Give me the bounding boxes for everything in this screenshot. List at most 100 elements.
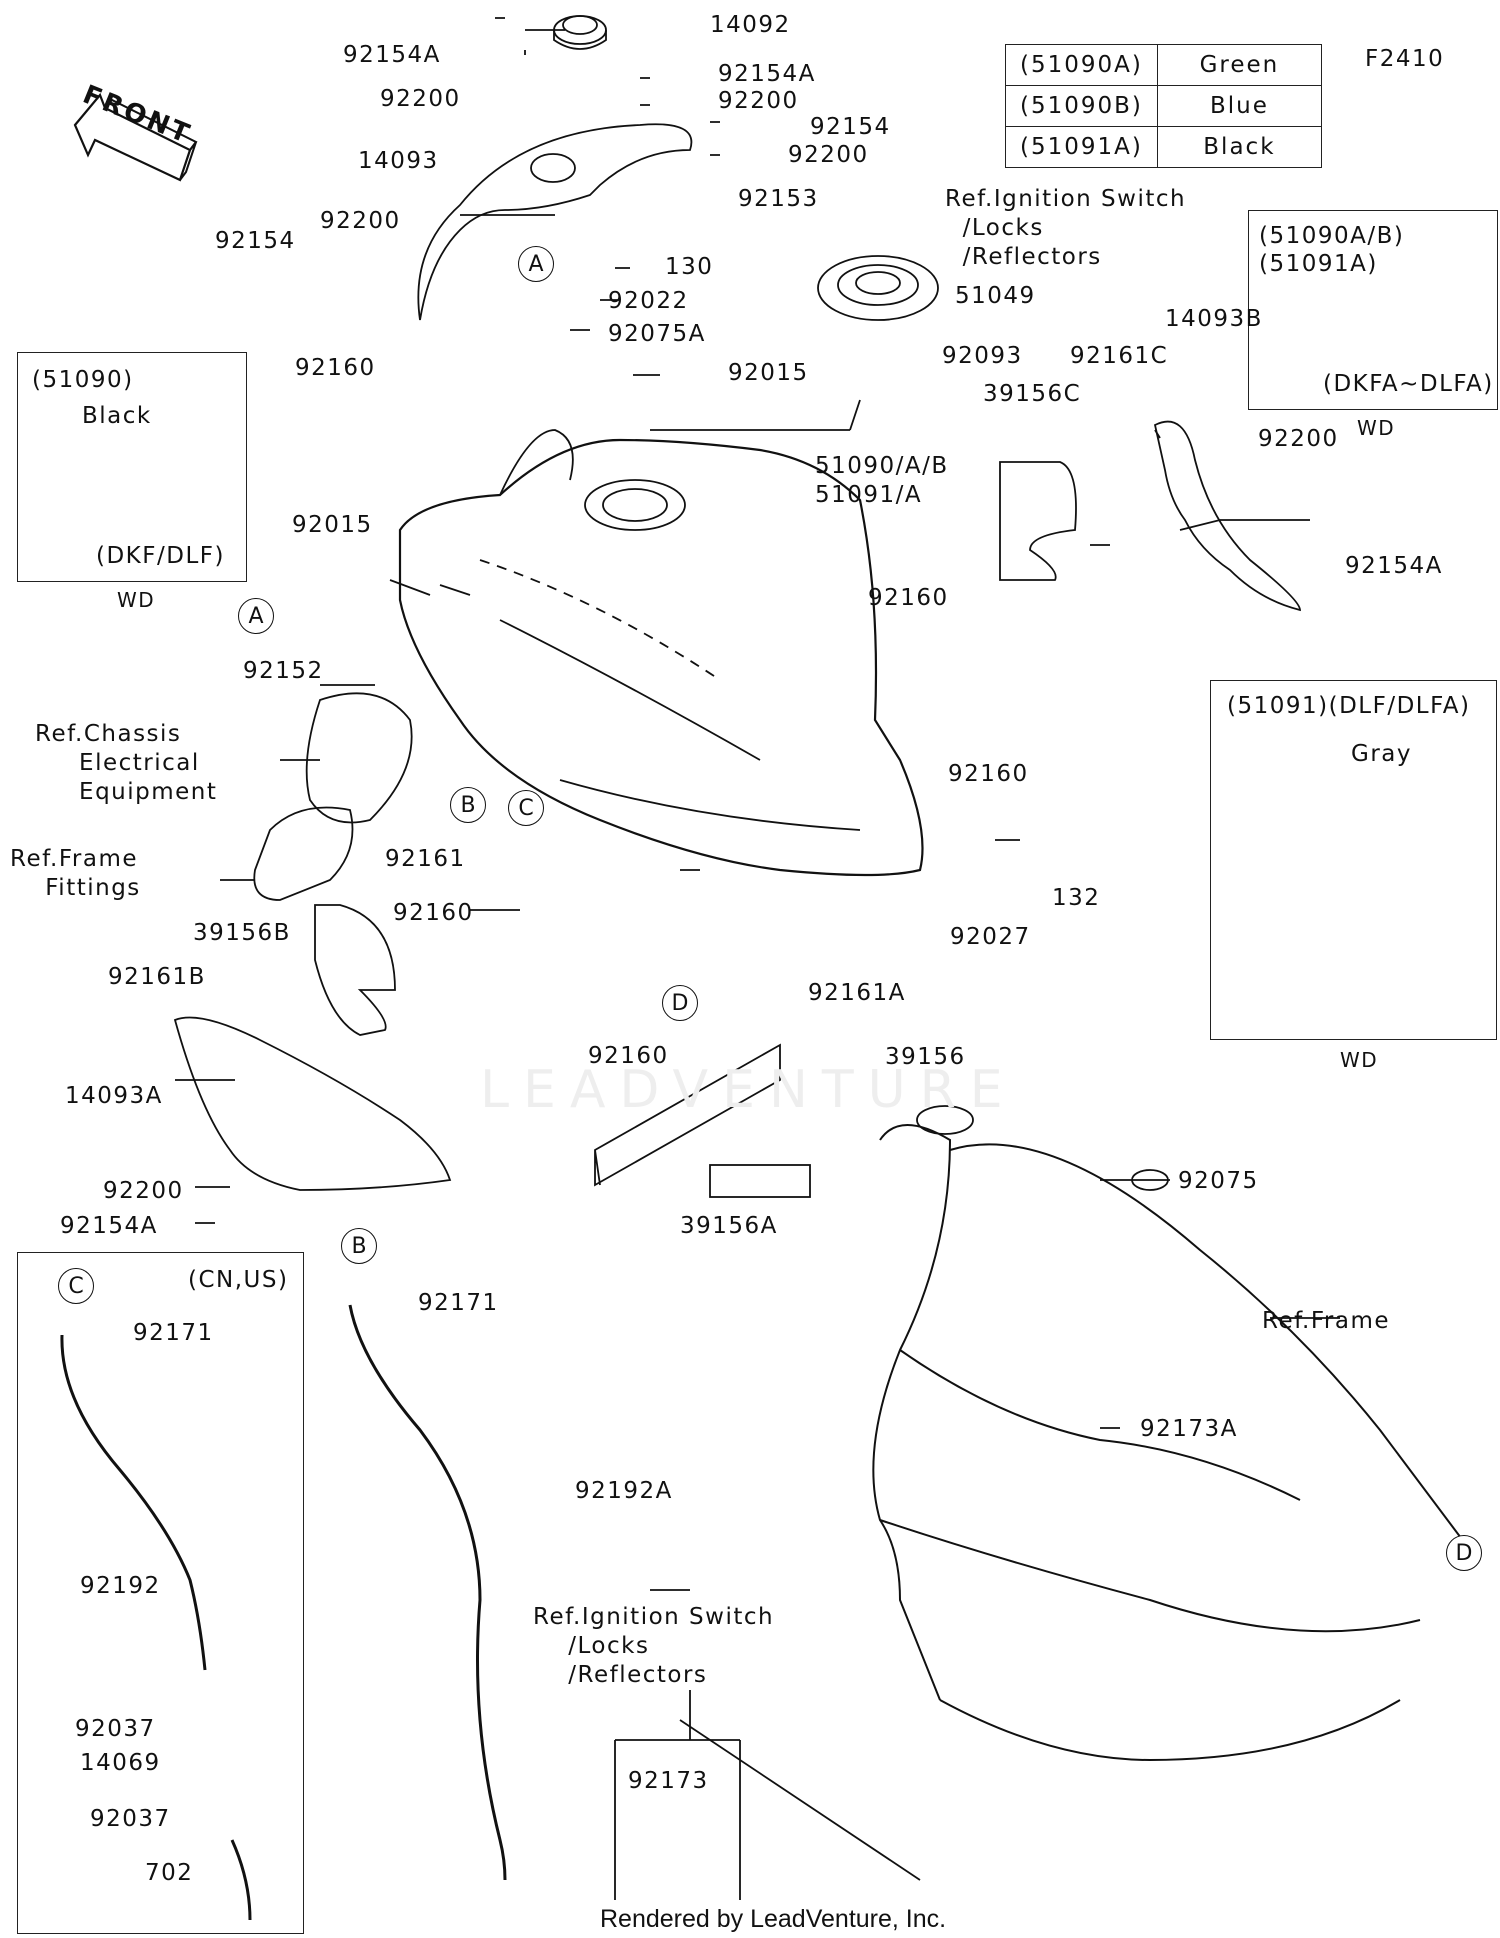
part-label[interactable]: 92192A [575,1478,673,1504]
watermark: LEADVENTURE [480,1060,1017,1120]
part-cell: (51090B) [1005,85,1158,127]
tank-cover-14093 [417,123,693,321]
part-label[interactable]: 92200 [380,86,461,112]
part-label[interactable]: 92075A [608,321,706,347]
part-label[interactable]: 92154 [810,114,891,140]
part-label[interactable]: 92015 [292,512,373,538]
part-label[interactable]: 92152 [243,658,324,684]
part-label[interactable]: 92200 [1258,426,1339,452]
part-label[interactable]: 51049 [955,283,1036,309]
ref-ignition-switch-top[interactable]: Ref.Ignition Switch /Locks /Reflectors [945,186,1187,270]
inset-note: WD [117,588,156,612]
callout-b: B [341,1228,377,1264]
inset-color: Black [82,403,152,429]
color-cell: Green [1156,44,1322,86]
callout-b: B [450,787,486,823]
ref-ignition-switch-bottom[interactable]: Ref.Ignition Switch /Locks /Reflectors [533,1604,775,1688]
part-cell: (51091A) [1005,126,1158,168]
part-label[interactable]: 39156B [193,920,291,946]
callout-c: C [508,790,544,826]
pad-39156B [314,904,396,1036]
part-label[interactable]: 702 [145,1860,194,1886]
part-label[interactable]: 92160 [948,761,1029,787]
part-label[interactable]: 92160 [588,1043,669,1069]
table-row: (51091A)Black [1005,126,1322,168]
part-label[interactable]: 92160 [393,900,474,926]
diagram-code: F2410 [1365,46,1445,72]
part-label[interactable]: 92154A [343,42,441,68]
inset-model: (DKFA~DLFA) [1323,371,1494,397]
side-cover-14093B [1153,420,1301,612]
part-label[interactable]: 92173A [1140,1416,1238,1442]
callout-c: C [58,1268,94,1304]
part-label[interactable]: 14092 [710,12,791,38]
part-cell: (51090A) [1005,44,1158,86]
inset-title: (51090) [32,367,134,393]
part-label[interactable]: 92161B [108,964,206,990]
ref-frame[interactable]: Ref.Frame [1262,1308,1390,1334]
pad-39156A [709,1164,811,1198]
part-label[interactable]: 132 [1052,885,1101,911]
part-label[interactable]: 92093 [942,343,1023,369]
part-label[interactable]: 92160 [295,355,376,381]
part-label[interactable]: 14069 [80,1750,161,1776]
part-label[interactable]: 14093 [358,148,439,174]
inset-region: (CN,US) [188,1267,289,1293]
part-label[interactable]: 92154A [718,61,816,87]
table-row: (51090B)Blue [1005,85,1322,127]
inset-note: WD [1340,1048,1379,1072]
hose-702 [230,1839,252,1921]
inset-top-right: (51090A/B) (51091A) (DKFA~DLFA) [1248,210,1498,410]
part-label[interactable]: 92200 [788,142,869,168]
callout-d: D [662,985,698,1021]
part-label[interactable]: 92171 [133,1320,214,1346]
hose-92192 [60,1334,207,1671]
part-label[interactable]: 51091/A [815,482,923,508]
color-table: (51090A)Green (51090B)Blue (51091A)Black [1005,44,1322,168]
footer-credit: Rendered by LeadVenture, Inc. [600,1905,947,1933]
part-label[interactable]: 92153 [738,186,819,212]
part-label[interactable]: 92173 [628,1768,709,1794]
part-label[interactable]: 92161 [385,846,466,872]
inset-bottom-left: (CN,US) [17,1252,304,1934]
part-label[interactable]: 92075 [1178,1168,1259,1194]
frame-fitting [253,806,354,901]
part-label[interactable]: 92200 [320,208,401,234]
part-label[interactable]: 92027 [950,924,1031,950]
inset-left: (51090) Black (DKF/DLF) [17,352,247,582]
part-label[interactable]: 14093B [1165,306,1263,332]
part-label[interactable]: 92161C [1070,343,1169,369]
part-label[interactable]: 92154A [60,1213,158,1239]
part-label[interactable]: 14093A [65,1083,163,1109]
part-label[interactable]: 92171 [418,1290,499,1316]
part-label[interactable]: 92022 [608,288,689,314]
fuel-cap-assembly-51049 [817,255,939,321]
part-label[interactable]: 92037 [75,1716,156,1742]
part-label[interactable]: 92154 [215,228,296,254]
part-label[interactable]: 92037 [90,1806,171,1832]
part-label[interactable]: 92154A [1345,553,1443,579]
part-label[interactable]: 39156C [983,381,1082,407]
ref-frame-fittings[interactable]: Ref.Frame Fittings [10,846,141,901]
part-label[interactable]: 92160 [868,585,949,611]
part-label[interactable]: 51090/A/B [815,453,949,479]
part-label[interactable]: 39156 [885,1044,966,1070]
part-label[interactable]: 92192 [80,1573,161,1599]
part-label[interactable]: 130 [665,254,714,280]
part-label[interactable]: 92200 [718,88,799,114]
pad-39156 [594,1043,781,1187]
inset-color: Gray [1351,741,1412,767]
part-label[interactable]: 92161A [808,980,906,1006]
part-label[interactable]: 39156A [680,1213,778,1239]
callout-a: A [518,246,554,282]
side-cover-14093A [173,1016,452,1191]
part-label[interactable]: 92200 [103,1178,184,1204]
callout-d: D [1446,1535,1482,1571]
ref-chassis-electrical[interactable]: Ref.Chassis Electrical Equipment [35,721,218,805]
hose-92192A [348,1304,507,1881]
inset-model: (DKF/DLF) [96,543,225,569]
pad-39156C [999,461,1077,581]
part-label[interactable]: 92015 [728,360,809,386]
